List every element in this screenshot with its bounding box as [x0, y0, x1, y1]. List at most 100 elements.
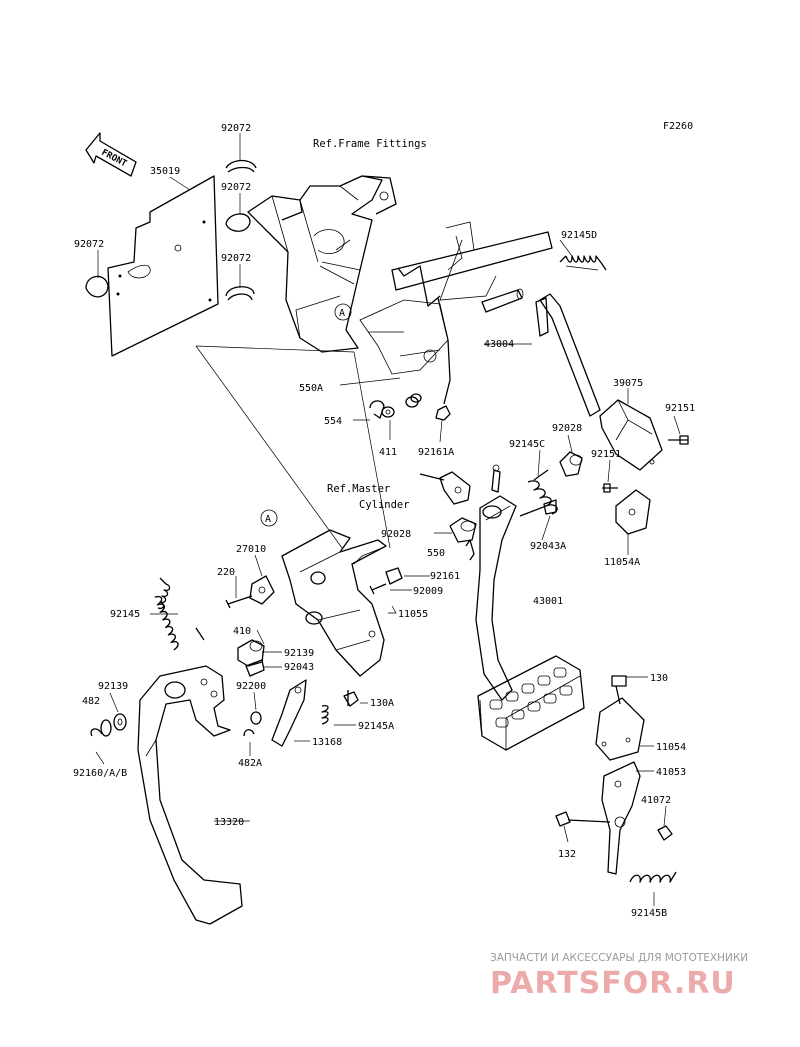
clip-554 [369, 400, 385, 419]
marker-a-lower-text: A [265, 514, 271, 525]
marker-a-upper-text: A [339, 308, 345, 319]
spring-92145D [559, 255, 607, 271]
label-13168: 13168 [312, 737, 342, 748]
label-92028-b: 92028 [381, 529, 411, 540]
washer-92200 [250, 711, 262, 725]
label-130A: 130A [370, 698, 394, 709]
pivot-pin-43004 [481, 288, 524, 313]
clip-92072-mid [225, 213, 251, 232]
label-220: 220 [217, 567, 235, 578]
label-92161: 92161 [430, 571, 460, 582]
link-41053 [601, 761, 641, 875]
bolt-92009 [369, 583, 387, 595]
bracket-11054 [595, 697, 645, 761]
nut-92161 [385, 567, 403, 585]
label-11055: 11055 [398, 609, 428, 620]
ref-frame-fittings: Ref.Frame Fittings [313, 138, 427, 150]
label-130: 130 [650, 673, 668, 684]
clip-92072-top [225, 159, 257, 173]
label-92028-a: 92028 [552, 423, 582, 434]
label-11054A: 11054A [604, 557, 640, 568]
frame-tube [359, 221, 553, 405]
label-92151-b: 92151 [591, 449, 621, 460]
label-39075: 39075 [613, 378, 643, 389]
collar-410 [237, 639, 265, 667]
label-11054: 11054 [656, 742, 686, 753]
label-92145A: 92145A [358, 721, 394, 732]
label-482A: 482A [238, 758, 262, 769]
pin-92043 [245, 659, 265, 677]
ref-master-line2: Cylinder [359, 499, 410, 511]
label-550: 550 [427, 548, 445, 559]
switch-27010 [249, 575, 275, 605]
marker-a-upper: A [334, 303, 352, 321]
clip-482A [243, 729, 255, 737]
washer-92160 [100, 719, 112, 737]
figure-code: F2260 [663, 121, 693, 132]
label-482: 482 [82, 696, 100, 707]
spring-92145 [154, 577, 205, 651]
label-43001: 43001 [533, 596, 563, 607]
pin-92043A [519, 499, 557, 517]
label-550A: 550A [299, 383, 323, 394]
clip-92072-low [225, 286, 255, 301]
lower-bracket-11055 [281, 529, 387, 677]
screw-220 [225, 595, 253, 609]
label-92200: 92200 [236, 681, 266, 692]
ref-master-line1: Ref.Master [327, 483, 390, 495]
brake-rod [535, 293, 663, 471]
watermark-tagline: ЗАПЧАСТИ И АКСЕССУАРЫ ДЛЯ МОТОТЕХНИКИ [490, 952, 748, 964]
bolt-130 [611, 675, 627, 705]
label-92043A: 92043A [530, 541, 566, 552]
front-arrow-icon: FRONT [85, 132, 137, 177]
label-132: 132 [558, 849, 576, 860]
nut-41072 [657, 825, 673, 841]
spring-92145B [629, 871, 677, 883]
brake-pedal-43001 [475, 464, 585, 751]
label-92072-left: 92072 [74, 239, 104, 250]
bolt-132 [555, 811, 611, 827]
spring-92145A [321, 704, 329, 725]
label-411: 411 [379, 447, 397, 458]
watermark-logo: PARTSFOR.RU [490, 966, 736, 1001]
bracket-11054A [615, 489, 651, 535]
bolt-92151-b [602, 483, 618, 493]
label-92161A: 92161A [418, 447, 454, 458]
washer-92139-left [113, 713, 127, 731]
cover-plate [107, 175, 219, 357]
lever-13168 [271, 679, 307, 747]
label-92160: 92160/A/B [73, 768, 127, 779]
label-92151-a: 92151 [665, 403, 695, 414]
label-92145C: 92145C [509, 439, 545, 450]
label-92072-low: 92072 [221, 253, 251, 264]
label-43004: 43004 [484, 339, 514, 350]
pin-550 [465, 539, 475, 561]
label-92009: 92009 [413, 586, 443, 597]
label-41072: 41072 [641, 795, 671, 806]
label-92072-top: 92072 [221, 123, 251, 134]
bushing-550A [405, 393, 422, 408]
label-92072-mid: 92072 [221, 182, 251, 193]
bolt-130A [343, 690, 359, 707]
label-27010: 27010 [236, 544, 266, 555]
label-92145: 92145 [110, 609, 140, 620]
clip-92072-left [85, 275, 109, 298]
label-92043: 92043 [284, 662, 314, 673]
washer-411 [381, 406, 395, 418]
bolt-92151-a [668, 435, 689, 445]
label-92139-b: 92139 [98, 681, 128, 692]
collar-92028-lower [449, 517, 477, 543]
label-92145B: 92145B [631, 908, 667, 919]
clip-482 [90, 728, 103, 737]
marker-a-lower: A [260, 509, 278, 527]
label-41053: 41053 [656, 767, 686, 778]
label-35019: 35019 [150, 166, 180, 177]
master-cylinder-link [419, 471, 471, 505]
clutch-pedal-13320 [137, 665, 243, 925]
label-554: 554 [324, 416, 342, 427]
nut-92161A [435, 405, 451, 421]
label-92139-a: 92139 [284, 648, 314, 659]
label-410: 410 [233, 626, 251, 637]
